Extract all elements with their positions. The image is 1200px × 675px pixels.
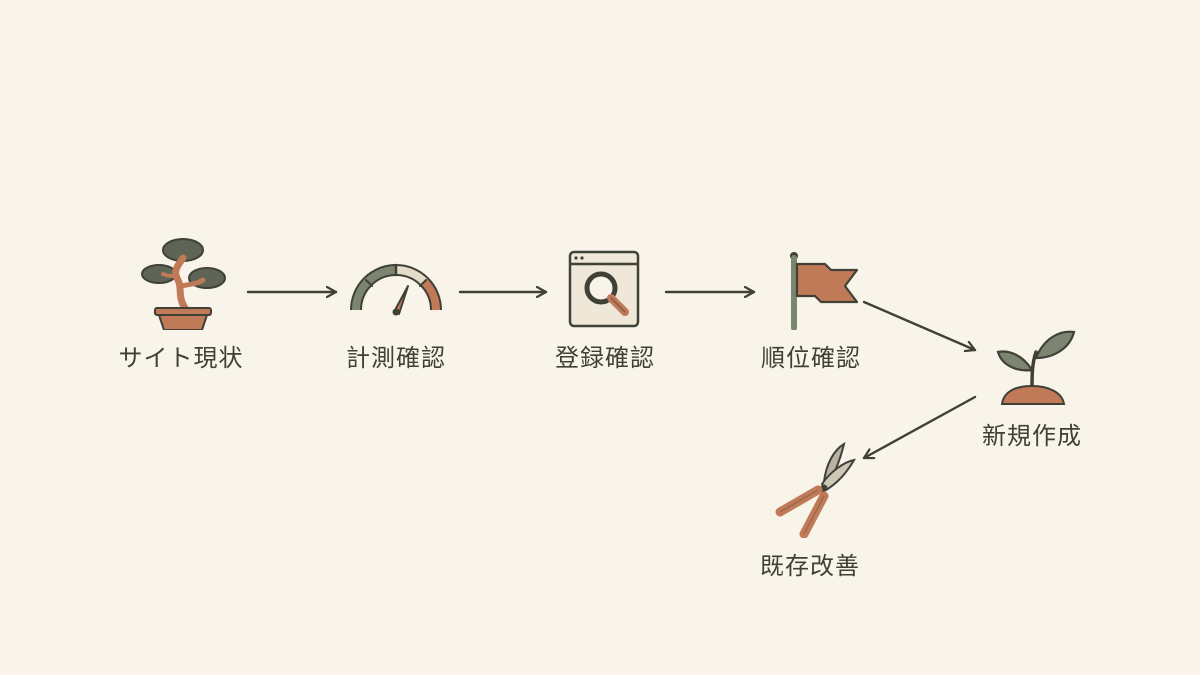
step-label-index: 登録確認 [555, 344, 655, 372]
gauge-icon [350, 263, 442, 316]
arrow-create-to-improve [862, 395, 977, 460]
flag-icon [790, 252, 859, 330]
step-label-create: 新規作成 [982, 422, 1082, 450]
bonsai-icon [141, 238, 226, 330]
step-label-measure: 計測確認 [346, 344, 446, 372]
step-label-rank: 順位確認 [761, 344, 861, 372]
pruning-shears-icon [775, 441, 856, 538]
arrow-rank-to-create [862, 300, 977, 350]
step-label-site: サイト現状 [118, 344, 244, 372]
step-measure: 計測確認 [326, 230, 466, 373]
step-label-improve: 既存改善 [760, 552, 860, 580]
step-improve: 既存改善 [740, 438, 880, 581]
sprout-icon [996, 330, 1076, 405]
step-rank: 順位確認 [741, 230, 881, 373]
step-create: 新規作成 [962, 308, 1102, 451]
step-site: サイト現状 [111, 230, 251, 373]
magnifier-page-icon [568, 250, 640, 328]
step-index: 登録確認 [535, 230, 675, 373]
